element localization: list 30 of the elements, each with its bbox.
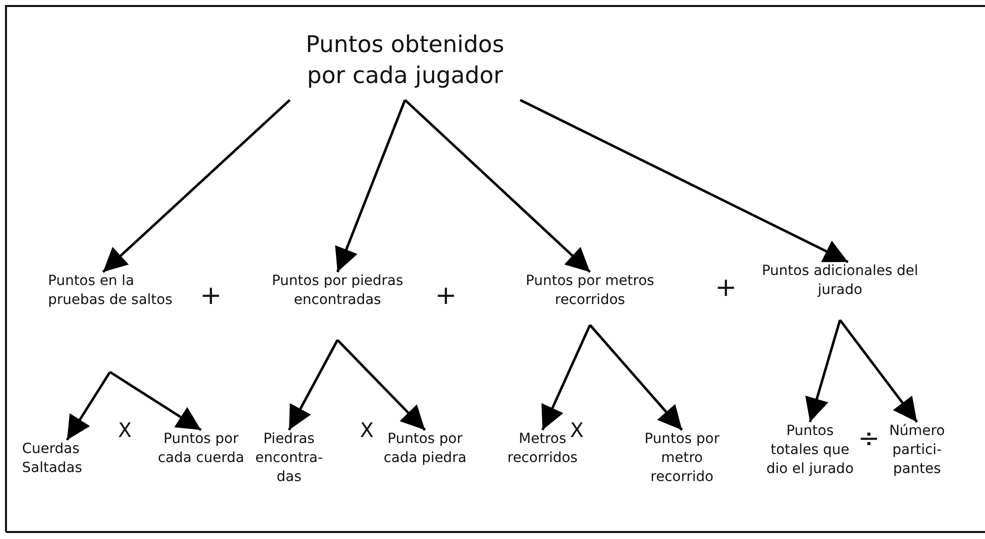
node-text: Puntos por metros recorridos: [505, 272, 675, 325]
node-text: Puntos obtenidos por cada jugador: [285, 30, 525, 100]
operator-sign: X: [360, 420, 374, 440]
operator-sign: +: [715, 275, 737, 301]
operator-sign: X: [118, 420, 132, 440]
node-text: Puntos adicionales del jurado: [760, 262, 920, 320]
arrow: [839, 319, 918, 423]
arrow: [805, 320, 842, 422]
operator-sign: ÷: [858, 426, 880, 452]
operator-sign: +: [435, 283, 457, 309]
node-text: Puntos por piedras encontradas: [255, 272, 420, 340]
node-text: Puntos por cada piedra: [380, 430, 470, 505]
arrow: [109, 370, 202, 432]
node-text: Puntos por cada cuerda: [155, 430, 247, 505]
arrow: [66, 371, 112, 441]
operator-sign: X: [570, 420, 584, 440]
node-text: Puntos en la pruebas de saltos: [40, 272, 180, 372]
arrow: [404, 99, 591, 273]
arrow: [102, 99, 291, 273]
arrow: [336, 339, 426, 431]
node-text: Puntos totales que dio el jurado: [765, 422, 855, 522]
arrow: [541, 324, 592, 431]
arrow: [520, 98, 849, 264]
arrow: [589, 324, 683, 431]
arrow: [335, 100, 406, 272]
operator-sign: +: [200, 283, 222, 309]
node-text: Puntos por metro recorrido: [632, 430, 732, 505]
node-text: Piedras encontra- das: [245, 430, 333, 505]
arrow: [288, 339, 339, 431]
node-text: Cuerdas Saltadas: [22, 440, 112, 490]
